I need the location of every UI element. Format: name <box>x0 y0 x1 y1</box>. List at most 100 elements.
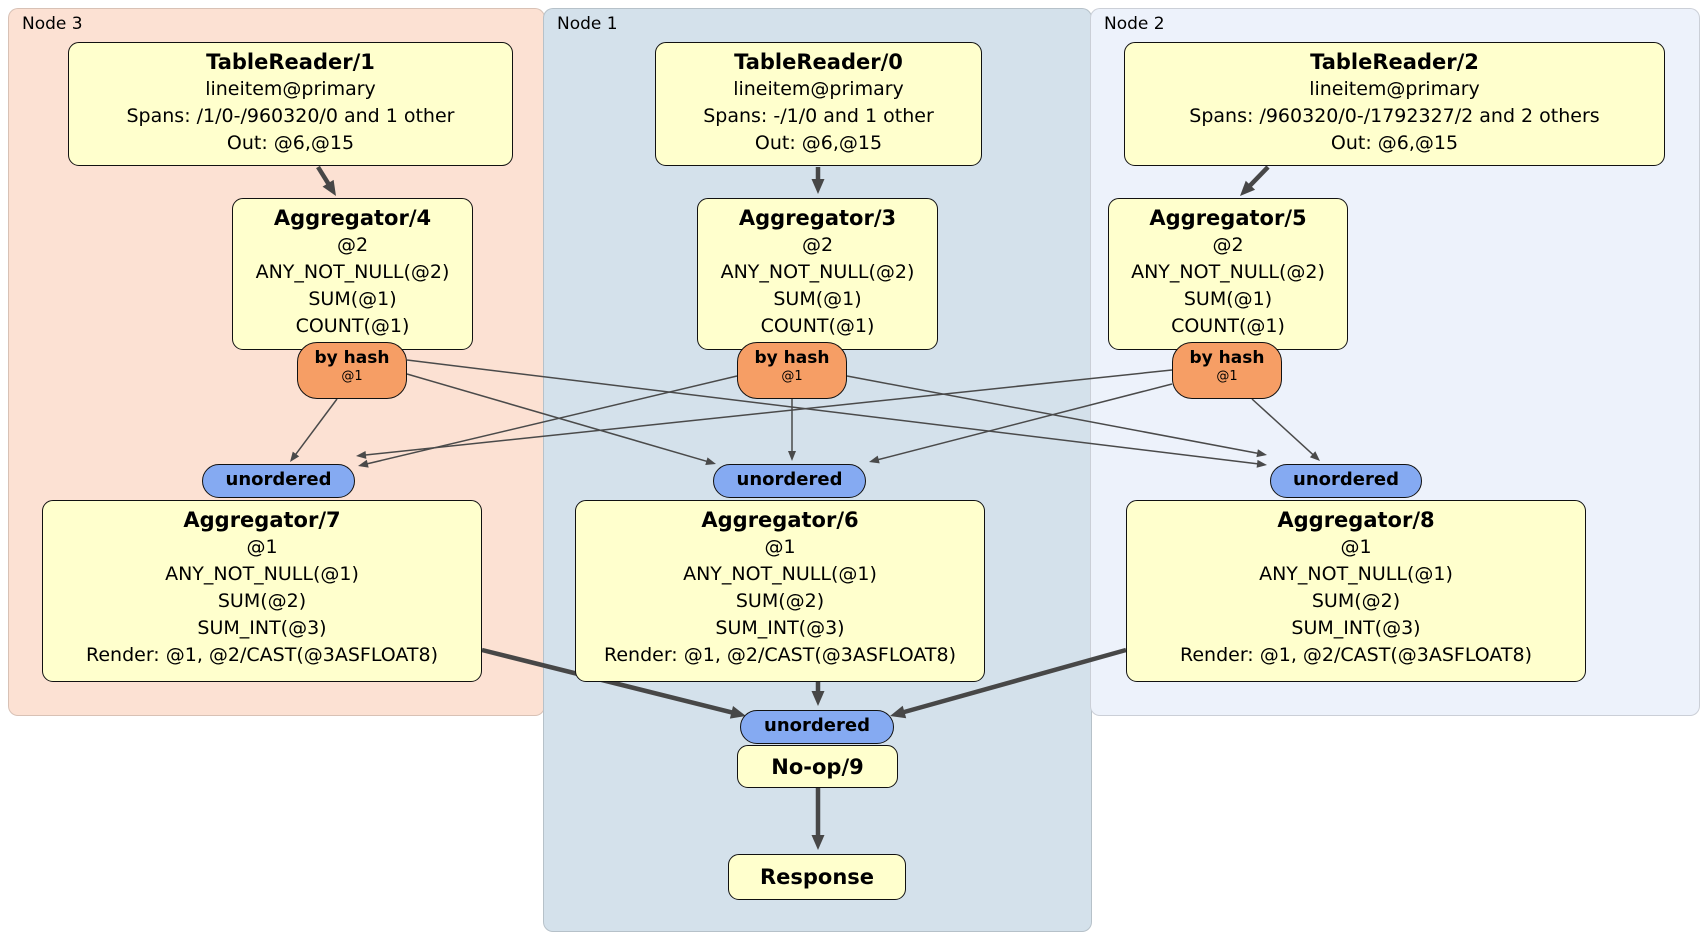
processor-title: Aggregator/7 <box>183 508 341 532</box>
processor-detail: Spans: -/1/0 and 1 other <box>703 105 934 127</box>
byhash-router-node1: by hash @1 <box>737 342 847 399</box>
arrowhead-icon <box>788 451 796 461</box>
byhash-router-node3: by hash @1 <box>297 342 407 399</box>
edge-byhash-node2-to-unordered-node1 <box>875 383 1173 461</box>
unordered-sync-final: unordered <box>740 710 894 744</box>
processor-title: TableReader/1 <box>206 50 375 74</box>
processor-detail: SUM(@2) <box>735 590 825 612</box>
aggregator-4-box: Aggregator/4 @2 ANY_NOT_NULL(@2) SUM(@1)… <box>232 198 473 350</box>
edge-byhash-node3-to-unordered-node2 <box>406 359 1261 465</box>
arrowhead-icon <box>869 455 880 464</box>
router-label: by hash <box>1189 348 1265 368</box>
processor-detail: Spans: /1/0-/960320/0 and 1 other <box>126 105 455 127</box>
aggregator-7-box: Aggregator/7 @1 ANY_NOT_NULL(@1) SUM(@2)… <box>42 500 482 682</box>
processor-title: Aggregator/6 <box>701 508 859 532</box>
edge-byhash-node1-to-unordered-node3 <box>364 375 738 466</box>
edge-Aggregator/8-to-unordered-final <box>900 647 1127 715</box>
processor-detail: COUNT(@1) <box>760 315 875 337</box>
processor-detail: Spans: /960320/0-/1792327/2 and 2 others <box>1189 105 1600 127</box>
processor-detail: lineitem@primary <box>1309 78 1480 100</box>
processor-detail: SUM(@1) <box>773 288 862 310</box>
processor-detail: SUM(@2) <box>1311 590 1401 612</box>
processor-title: Response <box>759 865 875 889</box>
processor-detail: Render: @1, @2/CAST(@3ASFLOAT8) <box>604 644 956 666</box>
arrowhead-icon <box>1240 180 1256 196</box>
response-box: Response <box>728 854 906 900</box>
edge-byhash-node2-to-unordered-node3 <box>362 369 1173 457</box>
arrowhead-icon <box>1256 449 1267 458</box>
processor-detail: @1 <box>246 536 278 558</box>
processor-detail: Out: @6,@15 <box>1330 132 1459 154</box>
processor-detail: ANY_NOT_NULL(@1) <box>165 563 359 585</box>
noop-9-box: No-op/9 <box>737 745 898 788</box>
processor-detail: lineitem@primary <box>733 78 904 100</box>
processor-detail: lineitem@primary <box>205 78 376 100</box>
tablereader-1-box: TableReader/1 lineitem@primary Spans: /1… <box>68 42 513 166</box>
arrowhead-icon <box>729 706 746 719</box>
aggregator-3-box: Aggregator/3 @2 ANY_NOT_NULL(@2) SUM(@1)… <box>697 198 938 350</box>
unordered-sync-node3: unordered <box>202 464 355 498</box>
node3-label: Node 3 <box>22 14 83 34</box>
processor-detail: @1 <box>1340 536 1372 558</box>
processor-detail: ANY_NOT_NULL(@1) <box>683 563 877 585</box>
router-detail: @1 <box>1216 369 1238 384</box>
processor-detail: COUNT(@1) <box>295 315 410 337</box>
arrowhead-icon <box>290 451 300 462</box>
processor-title: TableReader/2 <box>1310 50 1479 74</box>
arrowhead-icon <box>811 179 825 194</box>
router-detail: @1 <box>781 369 803 384</box>
aggregator-5-box: Aggregator/5 @2 ANY_NOT_NULL(@2) SUM(@1)… <box>1108 198 1348 350</box>
processor-detail: ANY_NOT_NULL(@1) <box>1259 563 1453 585</box>
edge-byhash-node2-to-unordered-node2 <box>1251 398 1316 457</box>
edge-TableReader/1-to-Aggregator/4 <box>316 165 332 187</box>
processor-detail: SUM(@1) <box>308 288 397 310</box>
processor-detail: SUM(@1) <box>1183 288 1273 310</box>
router-label: by hash <box>754 348 830 368</box>
processor-title: Aggregator/4 <box>273 206 432 230</box>
node2-label: Node 2 <box>1104 14 1165 34</box>
processor-detail: Out: @6,@15 <box>226 132 355 154</box>
processor-detail: @2 <box>1212 234 1244 256</box>
tablereader-2-box: TableReader/2 lineitem@primary Spans: /9… <box>1124 42 1665 166</box>
arrowhead-icon <box>811 835 825 850</box>
processor-title: TableReader/0 <box>734 50 903 74</box>
processor-detail: @2 <box>336 234 369 256</box>
edge-byhash-node3-to-unordered-node3 <box>293 398 338 457</box>
processor-detail: SUM_INT(@3) <box>1291 617 1421 639</box>
byhash-router-node2: by hash @1 <box>1172 342 1282 399</box>
arrowhead-icon <box>322 179 336 196</box>
processor-detail: ANY_NOT_NULL(@2) <box>720 261 915 283</box>
edge-TableReader/2-to-Aggregator/5 <box>1246 165 1270 189</box>
arrowhead-icon <box>358 459 369 468</box>
processor-detail: ANY_NOT_NULL(@2) <box>255 261 450 283</box>
arrowhead-icon <box>890 705 907 719</box>
aggregator-8-box: Aggregator/8 @1 ANY_NOT_NULL(@1) SUM(@2)… <box>1126 500 1586 682</box>
router-label: by hash <box>314 348 390 368</box>
processor-title: Aggregator/8 <box>1277 508 1435 532</box>
processor-detail: Render: @1, @2/CAST(@3ASFLOAT8) <box>1180 644 1532 666</box>
processor-detail: SUM(@2) <box>217 590 307 612</box>
processor-detail: SUM_INT(@3) <box>197 617 327 639</box>
router-detail: @1 <box>341 369 363 384</box>
node1-label: Node 1 <box>557 14 618 34</box>
arrowhead-icon <box>705 457 716 466</box>
aggregator-6-box: Aggregator/6 @1 ANY_NOT_NULL(@1) SUM(@2)… <box>575 500 985 682</box>
unordered-sync-node1: unordered <box>713 464 866 498</box>
processor-detail: SUM_INT(@3) <box>715 617 845 639</box>
arrowhead-icon <box>356 450 367 459</box>
processor-detail: @1 <box>764 536 796 558</box>
processor-title: Aggregator/3 <box>738 206 897 230</box>
processor-detail: Render: @1, @2/CAST(@3ASFLOAT8) <box>86 644 438 666</box>
processor-detail: COUNT(@1) <box>1171 315 1285 337</box>
arrowhead-icon <box>1256 459 1267 468</box>
arrowhead-icon <box>1309 451 1320 461</box>
unordered-sync-node2: unordered <box>1270 464 1422 498</box>
processor-title: Aggregator/5 <box>1149 206 1307 230</box>
tablereader-0-box: TableReader/0 lineitem@primary Spans: -/… <box>655 42 982 166</box>
processor-detail: Out: @6,@15 <box>754 132 883 154</box>
processor-title: No-op/9 <box>771 754 864 779</box>
processor-detail: ANY_NOT_NULL(@2) <box>1131 261 1325 283</box>
processor-detail: @2 <box>801 234 834 256</box>
